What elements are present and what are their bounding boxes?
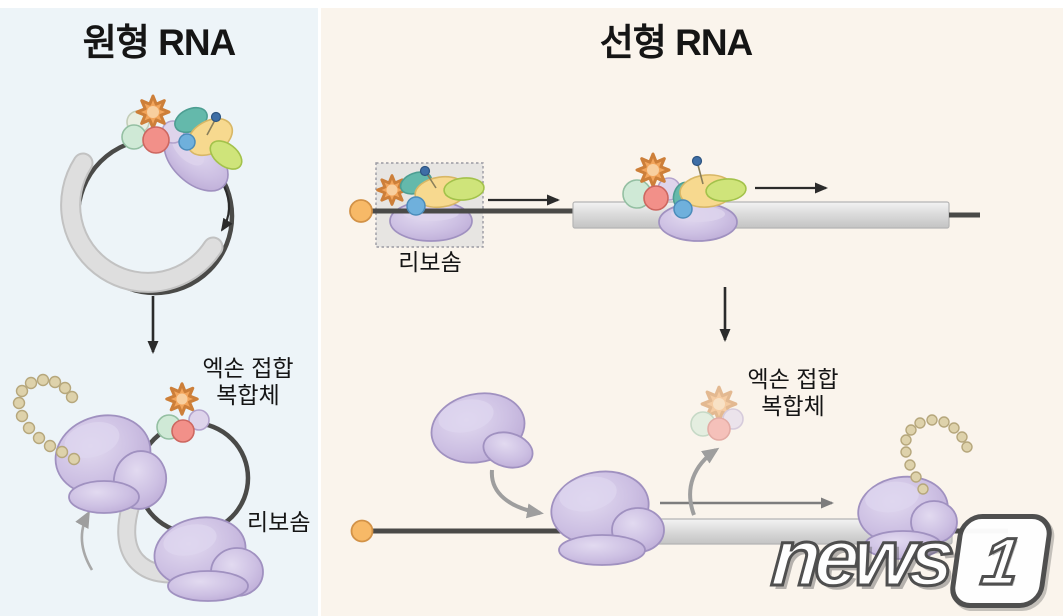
circular-rna-title: 원형 RNA bbox=[82, 22, 237, 63]
ejc-label-left: 엑손 접합 복합체 bbox=[202, 355, 294, 408]
released-ejc-faded bbox=[690, 385, 744, 441]
news1-wordmark: news bbox=[767, 512, 952, 604]
polypeptide-chain-left bbox=[12, 373, 81, 466]
ejc-salmon-protein bbox=[142, 126, 170, 154]
rotation-arrow-icon bbox=[75, 510, 94, 571]
ribosome-lower-left bbox=[153, 516, 264, 602]
circular-rna-translating bbox=[12, 373, 264, 602]
news1-digit: 1 bbox=[976, 523, 1026, 600]
green-factor bbox=[705, 178, 747, 202]
pin-factor bbox=[210, 111, 222, 123]
linear-rna-bottom-row bbox=[350, 385, 1008, 566]
green-factor bbox=[443, 177, 485, 201]
news1-watermark: news 1 bbox=[767, 498, 1063, 613]
initiation-complex bbox=[376, 165, 485, 216]
news1-digit-box: 1 bbox=[947, 514, 1055, 608]
ejc-salmon-protein bbox=[707, 417, 731, 441]
translating-complex bbox=[622, 152, 747, 242]
ejc-mint-protein bbox=[121, 124, 147, 150]
linear-rna-title: 선형 RNA bbox=[599, 22, 754, 63]
five-prime-cap bbox=[349, 199, 373, 223]
ribosome-label-right: 리보솜 bbox=[398, 249, 462, 275]
ejc-lavender-protein bbox=[188, 409, 210, 431]
blue-factor bbox=[673, 199, 693, 219]
blue-factor bbox=[406, 196, 426, 216]
ribosome-label-left: 리보솜 bbox=[247, 509, 311, 535]
rotation-arrow-icon bbox=[220, 185, 233, 232]
scanning-complex-left bbox=[121, 94, 243, 192]
ribosome-binding-arrow bbox=[489, 469, 544, 519]
blue-factor bbox=[178, 133, 196, 151]
ejc-label-right: 엑손 접합 복합체 bbox=[747, 366, 839, 419]
ejc-on-circle bbox=[156, 382, 210, 443]
ejc-release-arrow bbox=[688, 447, 720, 516]
green-factor bbox=[209, 140, 243, 170]
linear-rna-top-row bbox=[349, 152, 980, 248]
polypeptide-chain-right bbox=[900, 414, 973, 495]
five-prime-cap bbox=[350, 519, 374, 543]
pin-factor bbox=[691, 155, 703, 167]
ejc-salmon-protein bbox=[171, 419, 195, 443]
ejc-salmon-protein bbox=[643, 185, 669, 211]
pin-factor bbox=[419, 165, 431, 177]
free-ribosome bbox=[430, 392, 534, 469]
bound-ribosome bbox=[550, 470, 665, 566]
ribosome-upper-left bbox=[54, 414, 168, 514]
